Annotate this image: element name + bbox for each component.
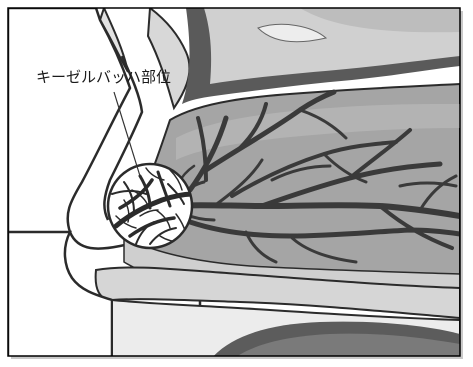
blood-vessels — [165, 89, 460, 264]
capillary-network — [111, 167, 192, 247]
cavity-upper-band — [176, 104, 460, 160]
sphenoid-sinus — [300, 8, 460, 33]
frame-border — [7, 7, 461, 357]
label-leader-line — [113, 91, 141, 177]
anatomy-drawing — [8, 8, 460, 356]
upper-sinus-detail — [257, 23, 328, 43]
frontal-sinus — [146, 8, 191, 111]
tongue-surface — [237, 333, 460, 356]
nasal-dorsum-line — [103, 55, 144, 221]
hard-palate — [94, 266, 460, 320]
kiesselbach-label: キーゼルバッハ部位 — [36, 68, 171, 86]
kiesselbach-area-marker — [106, 162, 194, 250]
